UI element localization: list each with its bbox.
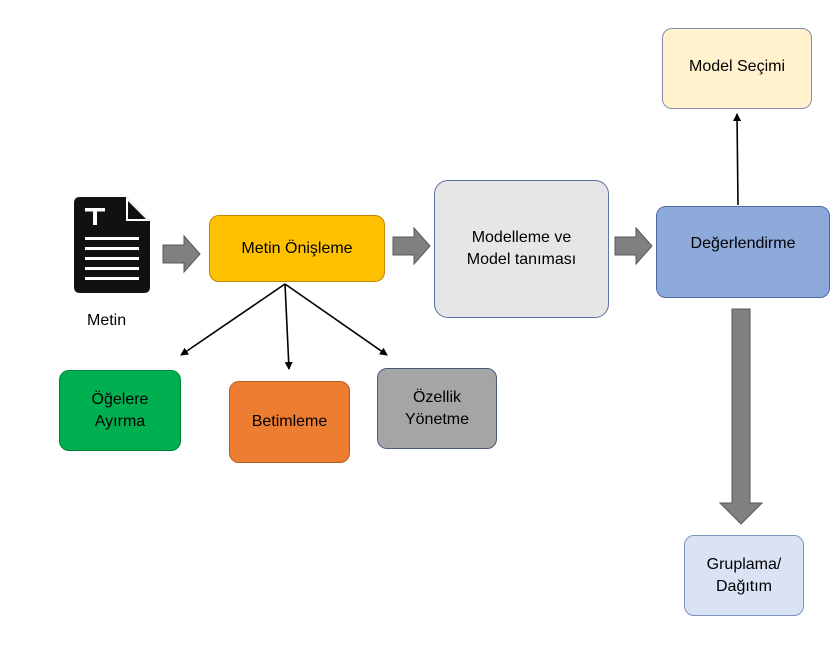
block-arrow-modeling-to-evaluation <box>614 226 653 266</box>
arrow-preprocess-to-tokenize <box>180 283 286 356</box>
node-label-line2: Dağıtım <box>715 577 772 595</box>
node-label-line1: Gruplama/ <box>706 555 782 573</box>
node-betimleme: Betimleme <box>229 381 350 463</box>
node-modelleme: Modelleme ve Model tanıması <box>434 180 609 318</box>
block-arrow-evaluation-to-clustering <box>718 308 764 525</box>
block-arrow-doc-to-preprocess <box>162 234 201 274</box>
arrow-preprocess-to-feature <box>284 283 388 356</box>
node-label: Metin Önişleme <box>241 239 353 257</box>
node-label: Değerlendirme <box>690 235 796 252</box>
node-label-line1: Öğelere <box>91 390 149 408</box>
node-model-secimi: Model Seçimi <box>662 28 812 109</box>
node-label-line1: Özellik <box>412 388 461 406</box>
node-label-line2: Model tanıması <box>466 251 577 268</box>
node-label-line1: Modelleme ve <box>471 229 572 246</box>
node-degerlendirme: Değerlendirme <box>656 206 830 298</box>
document-text-icon <box>74 197 150 293</box>
node-label-line2: Yönetme <box>404 410 470 428</box>
arrow-preprocess-to-describe <box>284 283 293 370</box>
node-metin-onisleme: Metin Önişleme <box>209 215 385 282</box>
block-arrow-preprocess-to-modeling <box>392 226 431 266</box>
node-label: Model Seçimi <box>688 58 786 75</box>
node-ogelere-ayirma: Öğelere Ayırma <box>59 370 181 451</box>
document-label: Metin <box>87 312 127 329</box>
node-gruplama-dagitim: Gruplama/ Dağıtım <box>684 535 804 616</box>
arrow-evaluation-to-selection <box>733 113 742 206</box>
node-label: Betimleme <box>251 413 328 430</box>
node-ozellik-yonetme: Özellik Yönetme <box>377 368 497 449</box>
node-label-line2: Ayırma <box>94 412 146 430</box>
